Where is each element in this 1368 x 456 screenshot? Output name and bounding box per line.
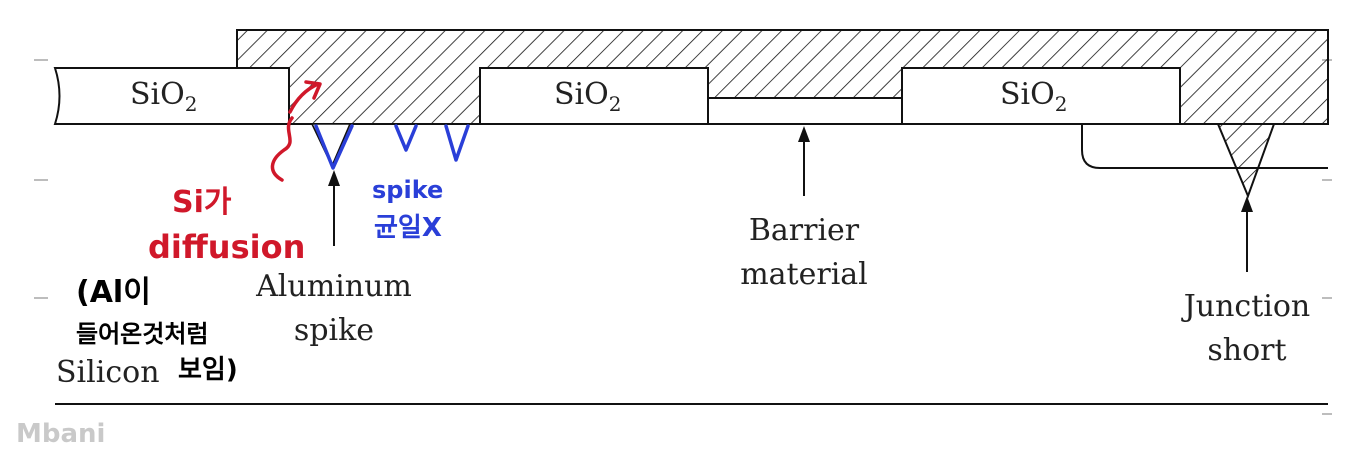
black-annotation-line1: (Al이	[76, 275, 151, 310]
blue-annotation	[314, 124, 470, 170]
red-annotation: Si가 diffusion	[148, 80, 322, 266]
black-annotation-line2: 들어온것처럼	[76, 320, 208, 348]
blue-spike-mark-2	[394, 124, 418, 152]
oxide-label-left: SiO2	[130, 77, 197, 116]
arrow-barrier-material	[798, 126, 810, 196]
arrow-junction-short	[1241, 196, 1253, 272]
blue-spike-mark-3	[444, 124, 470, 162]
aluminum-spike-label-line1: Aluminum	[255, 269, 412, 304]
blue-annotation-line2: 균일X	[374, 213, 442, 243]
oxide-label-middle: SiO2	[554, 77, 621, 116]
blue-spike-mark-1	[314, 124, 354, 170]
arrow-aluminum-spike	[328, 170, 340, 246]
junction-region-boundary	[1081, 124, 1328, 169]
barrier-label-line1: Barrier	[749, 213, 860, 248]
red-annotation-line1: Si가	[172, 185, 232, 220]
silicon-label: Silicon	[56, 355, 160, 390]
red-annotation-line2: diffusion	[148, 228, 305, 266]
barrier-material-layer	[707, 97, 903, 125]
watermark: Mbani	[16, 419, 105, 449]
blue-annotation-line1: spike	[372, 176, 443, 204]
junction-label-line1: Junction	[1181, 289, 1311, 324]
black-annotation-line3: 보임)	[178, 355, 238, 385]
barrier-label-line2: material	[740, 257, 868, 292]
left-margin-ticks	[34, 59, 48, 299]
oxide-label-right: SiO2	[1000, 77, 1067, 116]
oxide-block-middle	[479, 67, 709, 125]
aluminum-spike-label-line2: spike	[294, 313, 374, 348]
junction-spike	[1216, 123, 1276, 199]
junction-label-line2: short	[1207, 333, 1286, 368]
